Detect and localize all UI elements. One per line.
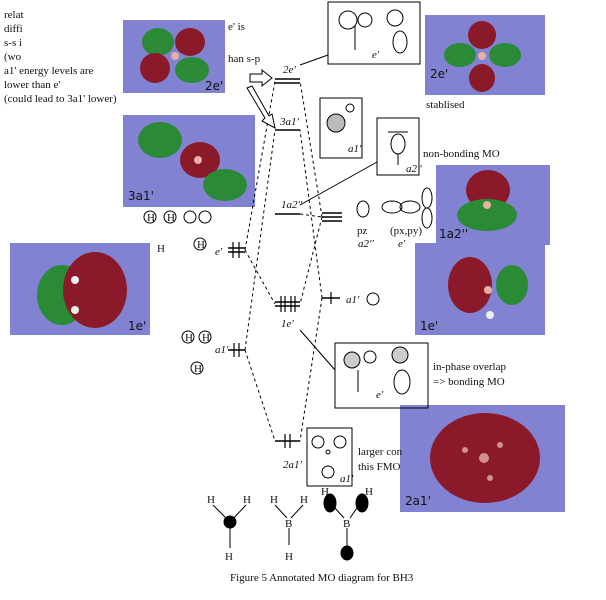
pz-symmetry: a2'' <box>358 238 374 250</box>
level-label: 2e' <box>283 64 296 76</box>
note-line: relat <box>4 9 24 21</box>
h-label: H <box>167 212 175 224</box>
pointer-line <box>299 54 329 66</box>
h-label: H <box>197 239 205 251</box>
symmetry-label: a2'' <box>406 163 422 175</box>
atom-label: H <box>285 551 293 563</box>
level-label: e' <box>215 246 223 258</box>
atom-label: H <box>270 494 278 506</box>
pxpy-symmetry: e' <box>398 238 406 250</box>
note-line: (wo <box>4 51 22 63</box>
mo-label: 3a1' <box>128 189 154 203</box>
atom-label: H <box>365 486 373 498</box>
correlation-lines <box>244 80 323 442</box>
note-line: a1' energy levels are lower than e' <box>4 65 94 91</box>
in-phase-note: => bonding MO <box>433 376 505 388</box>
h-label: H <box>147 212 155 224</box>
note-line: s-s i <box>4 37 23 49</box>
s-orbital-icon <box>366 292 380 306</box>
non-bonding-note: non-bonding MO <box>423 148 500 160</box>
h-label: H <box>185 332 193 344</box>
symmetry-label: a1' <box>340 473 354 485</box>
pointer-line <box>299 329 336 371</box>
note-line: diffi <box>4 23 23 35</box>
hollow-arrows <box>246 68 276 129</box>
in-phase-note: in-phase overlap <box>433 361 506 373</box>
figure-caption: Figure 5 Annotated MO diagram for BH3 <box>230 572 414 584</box>
mo-image-3a1: 3a1' <box>123 115 255 207</box>
orbital-box-a1-bottom: a1' <box>306 427 354 487</box>
pointer-line <box>299 161 378 206</box>
pxpy-label: (px,py) <box>390 225 422 237</box>
atom-label: H <box>243 494 251 506</box>
symmetry-label: e' <box>372 49 380 61</box>
h-label: H <box>194 363 202 375</box>
mo-image-1e-right: 1e' <box>415 243 545 335</box>
note-line: (could lead to 3a1' lower) <box>4 93 117 105</box>
mo-image-1a2: 1a2'' <box>436 165 550 245</box>
orbital-box-e-top: e' <box>327 1 421 65</box>
p-orbitals <box>356 187 433 229</box>
level-label: 1e' <box>281 318 294 330</box>
mo-image-2e-left: 2e' <box>123 20 225 93</box>
larger-note: larger con <box>358 446 403 458</box>
mo-label: 1e' <box>128 319 146 333</box>
mo-image-2e-right: 2e' <box>425 15 545 95</box>
larger-note: this FMO <box>358 461 401 473</box>
atom-label: H <box>225 551 233 563</box>
bh3-structure-1 <box>212 504 247 548</box>
energy-levels <box>228 78 342 442</box>
mo-image-1e-left: 1e' <box>10 243 150 335</box>
mo-label: 2e' <box>430 67 448 81</box>
orbital-box-e-mid: e' <box>334 342 429 409</box>
level-label: 2a1' <box>283 459 303 471</box>
level-label: a1' <box>346 294 360 306</box>
level-label: 1a2'' <box>281 199 303 211</box>
orbital-box-a2: a2'' <box>376 117 422 176</box>
h-label: H <box>202 332 210 344</box>
atom-label: B <box>285 518 292 530</box>
level-label: 3a1' <box>279 116 300 128</box>
note-fragment: han s-p <box>228 53 261 65</box>
electron-arrows <box>232 242 332 448</box>
level-label: a1' <box>215 344 229 356</box>
symmetry-label: a1' <box>348 143 362 155</box>
h3-fragment-a1: H H H <box>181 330 212 375</box>
pz-label: pz <box>357 225 368 237</box>
atom-label: H <box>207 494 215 506</box>
stablised-note: stablised <box>426 99 465 111</box>
mo-label: 2a1' <box>405 494 431 508</box>
bh3-structure-3 <box>323 493 369 561</box>
atom-label: B <box>343 518 350 530</box>
atom-label: H <box>300 494 308 506</box>
mo-image-2a1: 2a1' <box>400 405 565 512</box>
h-label: H <box>157 243 165 255</box>
left-notes: relat diffi s-s i (wo a1' energy levels … <box>4 8 120 106</box>
mo-label: 1e' <box>420 319 438 333</box>
h3-fragment-e: H H H H <box>143 210 212 255</box>
note-fragment: e' is <box>228 21 245 33</box>
mo-label: 1a2'' <box>439 227 468 241</box>
symmetry-label: e' <box>376 389 384 401</box>
mo-label: 2e' <box>205 79 223 93</box>
orbital-box-a1: a1' <box>319 97 363 159</box>
atom-label: H <box>321 486 329 498</box>
bh3-structure-2 <box>274 504 304 545</box>
